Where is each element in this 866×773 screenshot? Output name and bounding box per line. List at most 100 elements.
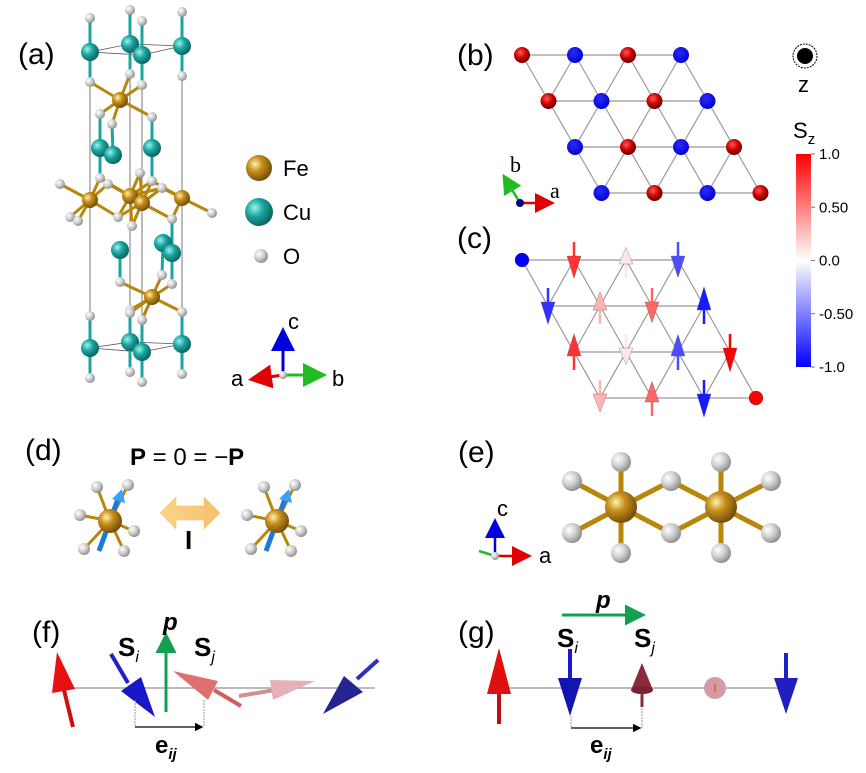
spin-arrow-1 — [487, 648, 511, 724]
cu-atom — [104, 146, 122, 164]
spin-arrow-head — [618, 347, 634, 366]
lattice-bond — [625, 305, 653, 353]
fe-atom — [705, 491, 737, 523]
spin-down-site — [673, 139, 689, 155]
b-axis-label: b — [510, 152, 521, 177]
colorbar-tick-label: 0.0 — [819, 253, 840, 270]
colorbar-title: Sz — [793, 118, 815, 148]
spin-up-site — [514, 47, 530, 63]
o-atom — [113, 212, 123, 222]
spin-arrow-head — [279, 489, 292, 503]
o-legend-label: O — [283, 244, 300, 269]
lattice-bond — [625, 351, 653, 399]
o-atom — [157, 270, 167, 280]
lattice-bond — [651, 305, 679, 353]
spin-arrow-j — [173, 671, 243, 708]
fe-legend-label: Fe — [283, 156, 309, 181]
o-atom — [241, 509, 253, 521]
lattice-bond — [573, 351, 601, 399]
cu-legend-icon — [245, 198, 273, 226]
spin-arrow-head — [618, 246, 634, 265]
spin-arrow-head — [566, 333, 582, 357]
spin-up-site — [646, 93, 663, 109]
lattice-bond — [547, 305, 575, 353]
lattice-bond — [600, 100, 629, 148]
o-atom — [147, 176, 157, 186]
lattice-bond — [599, 305, 627, 353]
lattice-bond — [677, 305, 705, 353]
spin-down-site — [567, 139, 583, 155]
panel-f-label: (f) — [32, 616, 60, 649]
colorbar-tick-label: -0.50 — [819, 306, 853, 323]
o-atom — [137, 80, 147, 90]
cu-atom — [133, 343, 151, 361]
lattice-bond — [574, 54, 603, 102]
o-atom — [167, 214, 177, 224]
o-atom — [562, 523, 582, 543]
spin-up-site — [620, 139, 636, 155]
lattice-bond — [600, 54, 629, 102]
lattice-bond — [706, 146, 735, 194]
o-atom — [125, 69, 135, 79]
o-atom — [118, 545, 130, 557]
origin-dot — [491, 552, 499, 560]
z-label: z — [798, 72, 809, 97]
lattice-bond — [703, 305, 731, 353]
lattice-bond — [547, 100, 576, 148]
lattice-bond — [627, 146, 656, 194]
sj-label: Sj — [194, 632, 215, 666]
o-atom — [157, 183, 167, 193]
o-atom — [761, 523, 781, 543]
si-label: Si — [118, 632, 139, 666]
cu-atom — [81, 339, 99, 357]
cu-legend-label: Cu — [283, 200, 311, 225]
lattice-bond — [653, 100, 682, 148]
colorbar-tick-label: -1.0 — [819, 359, 845, 376]
spin-arrow-head — [644, 380, 660, 403]
spin-arrow-4 — [704, 677, 726, 699]
cu-atom — [173, 37, 191, 55]
cu-atom — [173, 335, 191, 353]
spin-arrow-i — [558, 649, 582, 716]
panel-d-label: (d) — [25, 434, 62, 467]
o-atom — [258, 481, 270, 493]
o-atom — [85, 373, 95, 383]
panel-g: (g) p Si Sj eij — [458, 587, 798, 763]
fe-atom — [82, 192, 98, 208]
o-atom — [611, 452, 631, 472]
o-atom — [711, 452, 731, 472]
atom-legend: Fe Cu O — [245, 155, 311, 269]
b-axis-arrow — [502, 173, 522, 204]
spin-down-site — [593, 185, 610, 201]
spin-lattice-c — [514, 242, 764, 418]
lattice-bond — [703, 351, 731, 399]
colorbar-gradient — [796, 154, 811, 367]
spin-arrow-5 — [774, 653, 798, 714]
panel-g-label: (g) — [458, 616, 495, 649]
spin-arrow-1 — [52, 652, 75, 728]
lattice-bond — [599, 351, 627, 399]
spin-arrow-head — [112, 489, 125, 503]
o-atom — [711, 543, 731, 563]
o-atom — [95, 109, 105, 119]
spin-arrow-5 — [323, 658, 380, 714]
o-atom — [661, 471, 681, 491]
lattice-bond — [680, 54, 709, 102]
lattice-bond — [521, 54, 550, 102]
o-atom — [137, 315, 147, 325]
spin-down-site — [673, 47, 689, 63]
cu-atom — [121, 333, 139, 351]
o-atom — [207, 208, 217, 218]
lattice-bond — [521, 259, 549, 307]
p-label: p — [595, 587, 611, 614]
o-atom — [245, 543, 257, 555]
o-atom — [611, 543, 631, 563]
o-atom — [85, 13, 95, 23]
inversion-double-arrow-icon — [159, 496, 221, 530]
o-atom — [65, 212, 75, 222]
o-atom — [103, 179, 113, 189]
fe-atom — [265, 509, 289, 533]
lattice-bond — [574, 146, 603, 194]
cu-atom — [133, 46, 151, 64]
cu-atom — [81, 43, 99, 61]
